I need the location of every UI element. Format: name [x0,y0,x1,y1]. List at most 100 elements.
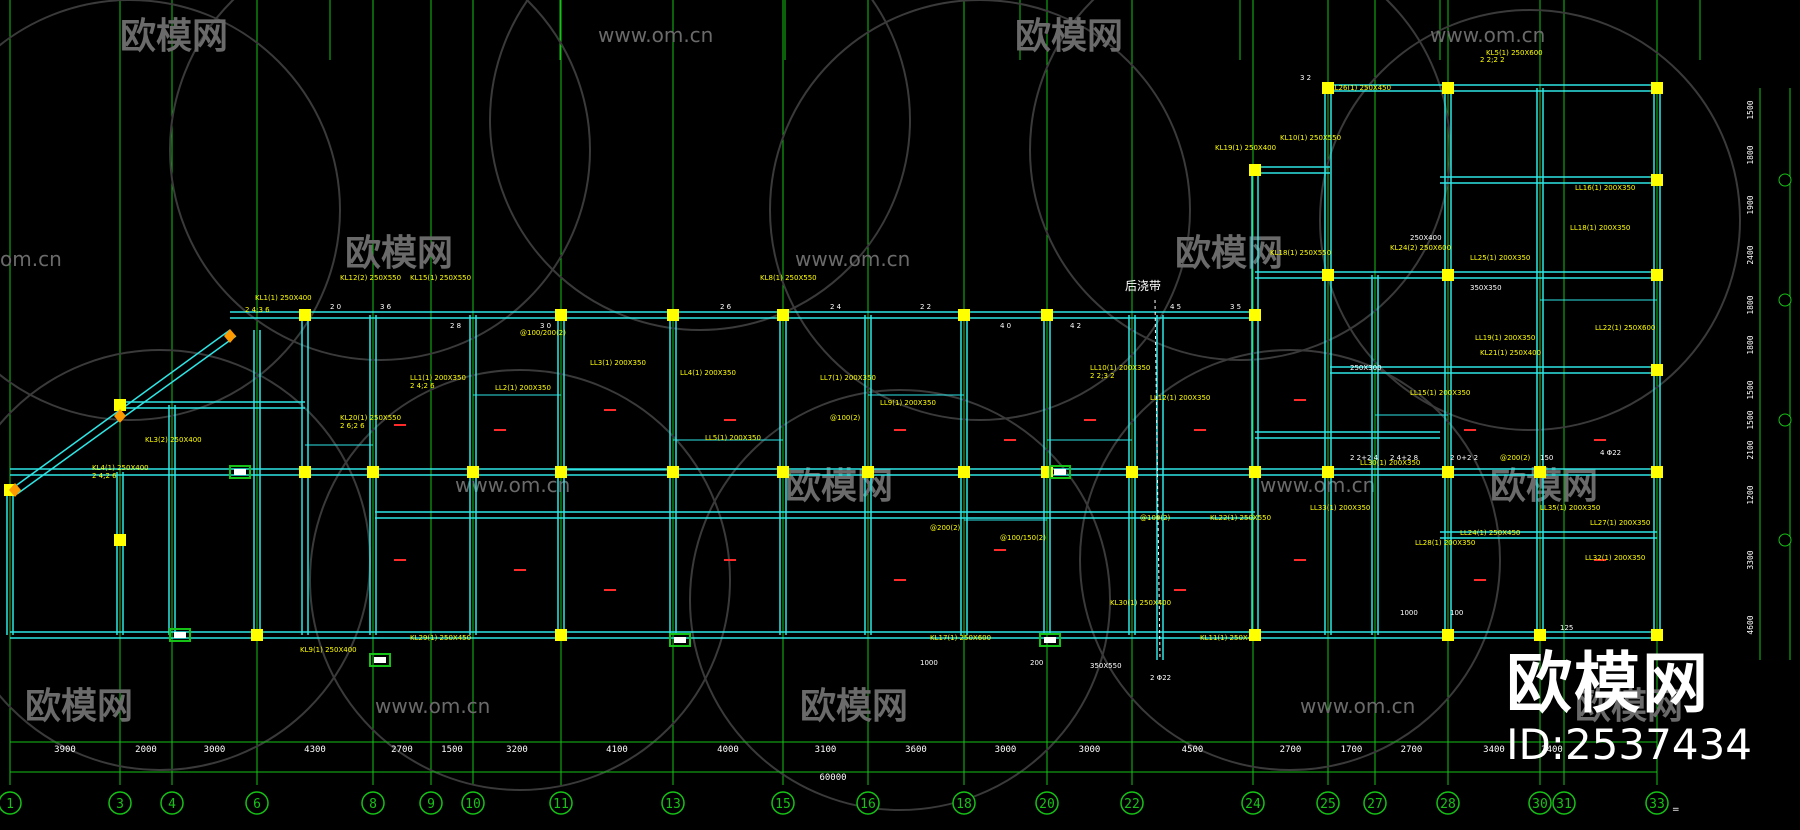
axis-bubble [1528,791,1552,815]
axis-bubble [1552,791,1576,815]
axis-label: 30 [1532,797,1548,812]
axis-bubble [108,791,132,815]
span-dimension: 3000 [204,745,226,755]
column [367,466,379,478]
axis-bubble [1436,791,1460,815]
axis-label: 6 [253,797,261,812]
span-dimension: 2000 [135,745,157,755]
axis-bubble [1645,791,1669,815]
axis-bubble [952,791,976,815]
beam-label: KL8(1) 250X550 [760,274,817,282]
small-label: 4 2 [1070,322,1081,330]
beam-label: KL10(1) 250X550 [1280,134,1341,142]
span-dimension: 2700 [1401,745,1423,755]
column [1041,309,1053,321]
column [1534,466,1546,478]
rebar-label: @100(2) [1140,514,1171,522]
shear-wall-fill [1044,637,1056,643]
axis-bubble [1316,791,1340,815]
shear-wall-fill [234,469,246,475]
column [1322,269,1334,281]
axis-label: 20 [1039,797,1055,812]
small-label: 2 0 [330,303,341,311]
beam-label: LL25(1) 200X350 [1470,254,1530,262]
right-dimension: 1200 [1746,485,1755,504]
axis-bubble [160,791,184,815]
beam-label: LL32(1) 200X350 [1585,554,1645,562]
span-dimension: 3100 [815,745,837,755]
right-dimension: 1800 [1746,145,1755,164]
watermark-brand: 欧模网 [785,466,893,507]
axis-label: 22 [1124,797,1140,812]
column [555,466,567,478]
column [1651,269,1663,281]
small-label: 150 [1540,454,1553,462]
small-label: 3 0 [540,322,551,330]
right-dimension: 1900 [1746,195,1755,214]
beam-label: KL26(1) 250X450 [1330,84,1391,92]
watermark-site: www.om.cn [1430,23,1545,47]
axis-bubble [1241,791,1265,815]
beam-label: LL7(1) 200X350 [820,374,876,382]
shear-wall-fill [174,632,186,638]
misc-mark: = [1672,805,1680,815]
watermark-site: www.om.cn [598,23,713,47]
column [1249,164,1261,176]
axis-label: 13 [665,797,681,812]
watermark-circle [1079,349,1501,771]
axis-label: 11 [553,797,569,812]
axis-bubble [361,791,385,815]
watermark-circle [169,0,591,361]
shear-wall-fill [374,657,386,663]
right-axis-bubble [1778,413,1792,427]
watermark-site: www.om.cn [375,694,490,718]
span-dimension: 4000 [717,745,739,755]
axis-bubble [461,791,485,815]
watermark-circle [1029,0,1451,361]
column [1651,466,1663,478]
axis-label: 25 [1320,797,1336,812]
beam-label: KL18(1) 250X550 [1270,249,1331,257]
column [114,534,126,546]
shear-wall [1049,465,1071,479]
watermark-circle [1319,9,1741,431]
right-dimension-layer: 1500180019002400180018001500150021001200… [1746,88,1792,660]
small-label: 2 0+2 2 [1450,454,1478,462]
right-axis-bubble [1778,173,1792,187]
beam-label: KL29(1) 250X450 [410,634,471,642]
span-dimension: 3000 [1079,745,1101,755]
beam-label: KL30(1) 250X400 [1110,599,1171,607]
beam-label: LL5(1) 200X350 [705,434,761,442]
span-dimension: 3600 [905,745,927,755]
right-axis-bubble [1778,293,1792,307]
axis-label: 16 [860,797,876,812]
beam-label: LL10(1) 200X350 [1090,364,1150,372]
watermark-circle [0,0,341,421]
axis-bubble [661,791,685,815]
beam-label: KL21(1) 250X400 [1480,349,1541,357]
span-dimension: 3400 [1483,745,1505,755]
beam-label: LL2(1) 200X350 [495,384,551,392]
small-label: 2 4 [830,303,842,311]
total-dimension: 60000 [819,773,846,783]
beam-label: LL9(1) 200X350 [880,399,936,407]
column [1249,629,1261,641]
small-label: 2 6 [720,303,732,311]
column [777,466,789,478]
beam-label: KL20(1) 250X550 [340,414,401,422]
watermark-site-short: om.cn [0,247,62,271]
column [1249,309,1261,321]
column [862,466,874,478]
watermark-brand: 欧模网 [25,686,133,727]
span-dimension: 1500 [441,745,463,755]
beam-label: LL3(1) 200X350 [590,359,646,367]
beam-label: KL4(1) 250X400 [92,464,149,472]
beam-label: KL15(1) 250X550 [410,274,471,282]
column [1249,466,1261,478]
span-dimension: 3200 [506,745,528,755]
beam-label: LL27(1) 200X350 [1590,519,1650,527]
beam-label: KL17(1) 250X600 [930,634,991,642]
beam-label: LL24(1) 250X450 [1460,529,1520,537]
